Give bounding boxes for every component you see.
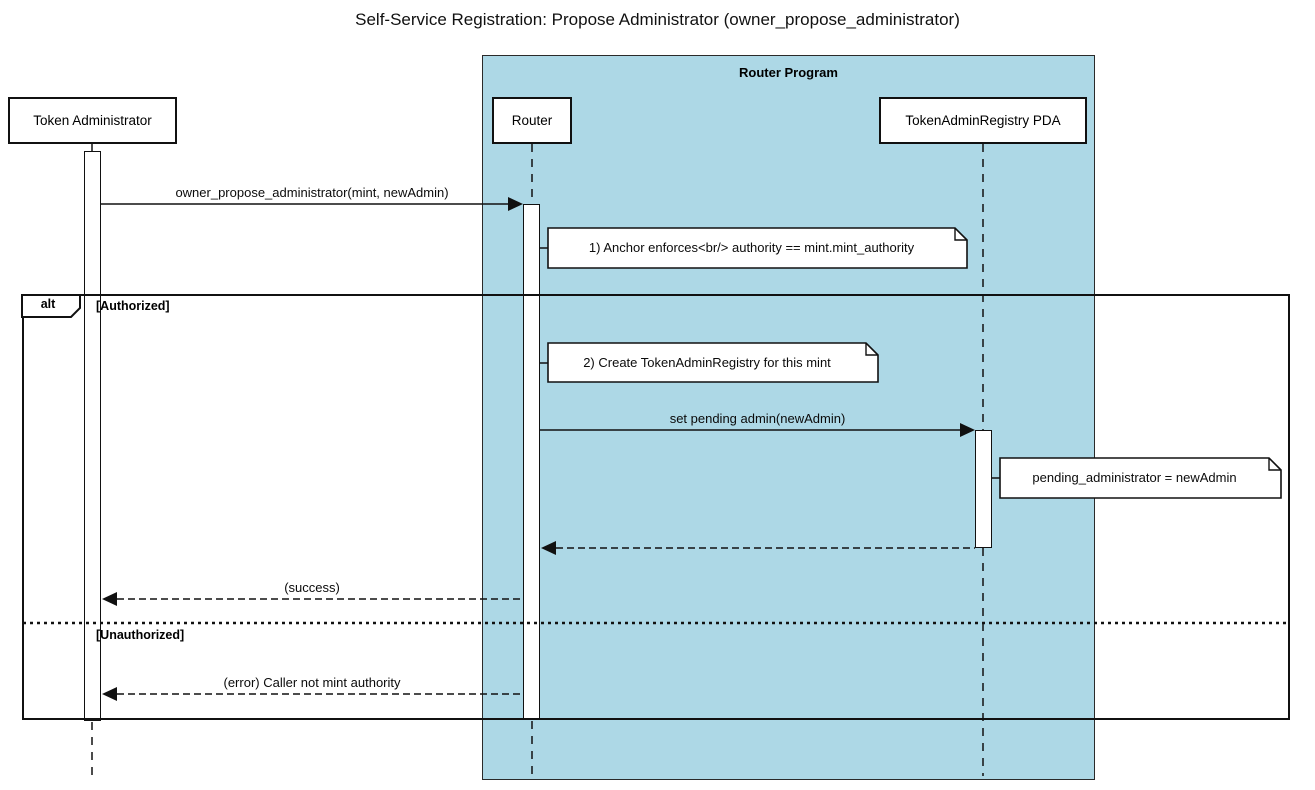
participant-token-administrator: Token Administrator (8, 97, 177, 144)
activation-registry-pda (975, 430, 992, 548)
alt-section-unauthorized-label: [Unauthorized] (96, 628, 185, 642)
note-anchor-enforces: 1) Anchor enforces<br/> authority == min… (588, 240, 915, 255)
participant-router-label: Router (511, 113, 553, 128)
participant-router: Router (492, 97, 572, 144)
message-label-error: (error) Caller not mint authority (223, 675, 401, 690)
alt-operator-label: alt (40, 297, 56, 311)
message-label-success: (success) (284, 580, 340, 595)
participant-registry-pda-label: TokenAdminRegistry PDA (905, 113, 1061, 128)
participant-registry-pda: TokenAdminRegistry PDA (879, 97, 1087, 144)
message-label-set-pending: set pending admin(newAdmin) (669, 411, 846, 426)
participant-token-administrator-label: Token Administrator (33, 113, 152, 128)
alt-frame (22, 294, 1290, 720)
note-create-registry: 2) Create TokenAdminRegistry for this mi… (583, 355, 831, 370)
message-label-owner-propose: owner_propose_administrator(mint, newAdm… (175, 185, 449, 200)
note-pending-administrator: pending_administrator = newAdmin (1032, 470, 1237, 485)
diagram-title: Self-Service Registration: Propose Admin… (355, 10, 960, 29)
router-program-label: Router Program (739, 65, 838, 80)
router-program-region (482, 55, 1095, 780)
alt-section-authorized-label: [Authorized] (96, 299, 170, 313)
